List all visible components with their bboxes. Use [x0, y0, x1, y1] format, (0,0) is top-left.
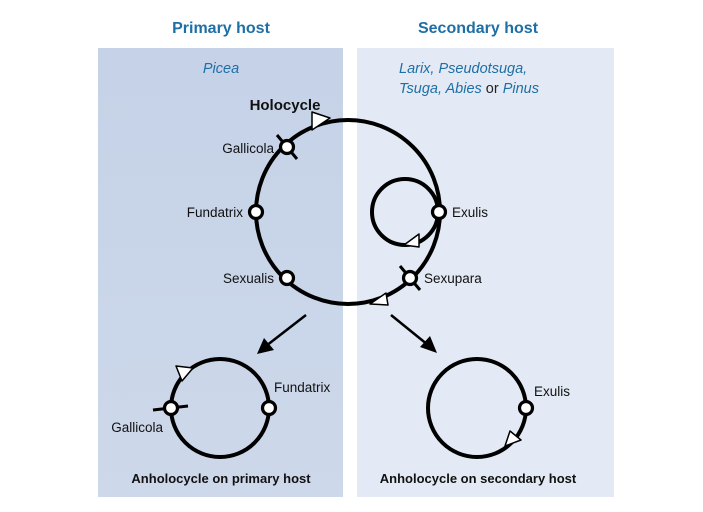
primary-host-species: Picea: [203, 61, 239, 77]
primary-gallicola-node: [162, 399, 180, 417]
secondary-host-heading: Secondary host: [418, 20, 539, 37]
secondary-host-species-line1: Larix, Pseudotsuga,: [399, 61, 527, 77]
arrow-to-secondary-anholocycle: [390, 314, 429, 346]
exulis-node: [430, 203, 448, 221]
arrow-to-primary-anholocycle: [265, 314, 307, 347]
secondary-anholocycle-arrow: [504, 430, 522, 447]
holocycle-arrow-top: [311, 111, 331, 131]
sexupara-label: Sexupara: [424, 271, 482, 286]
secondary-host-species-line2: Tsuga, Abies or Pinus: [399, 81, 539, 97]
primary-anholocycle-arrow: [175, 365, 194, 382]
primary-host-heading: Primary host: [172, 20, 270, 37]
holocycle-title: Holocycle: [250, 97, 321, 114]
primary-fundatrix-node: [260, 399, 278, 417]
secondary-exulis-label: Exulis: [534, 384, 570, 399]
sexualis-node: [278, 269, 296, 287]
primary-gallicola-label: Gallicola: [111, 420, 163, 435]
sexupara-node: [401, 269, 419, 287]
fundatrix-node: [247, 203, 265, 221]
secondary-species-pinus: Pinus: [503, 81, 539, 97]
primary-fundatrix-label: Fundatrix: [274, 380, 331, 395]
gallicola-node: [278, 138, 296, 156]
fundatrix-label: Fundatrix: [187, 205, 244, 220]
arrowhead-to-primary: [257, 338, 274, 354]
secondary-exulis-node: [517, 399, 535, 417]
gallicola-label: Gallicola: [222, 141, 274, 156]
holocycle-arrow-bottom: [369, 292, 389, 306]
sexualis-label: Sexualis: [223, 271, 274, 286]
secondary-anholocycle-caption: Anholocycle on secondary host: [380, 471, 577, 486]
primary-host-panel: [98, 48, 343, 497]
secondary-species-tsuga-abies: Tsuga, Abies: [399, 81, 482, 97]
arrowhead-to-secondary: [420, 336, 437, 353]
primary-anholocycle-caption: Anholocycle on primary host: [131, 471, 311, 486]
exulis-label: Exulis: [452, 205, 488, 220]
secondary-host-panel: [357, 48, 614, 497]
secondary-species-or: or: [482, 81, 503, 97]
exulis-loop-arrow: [403, 233, 420, 248]
